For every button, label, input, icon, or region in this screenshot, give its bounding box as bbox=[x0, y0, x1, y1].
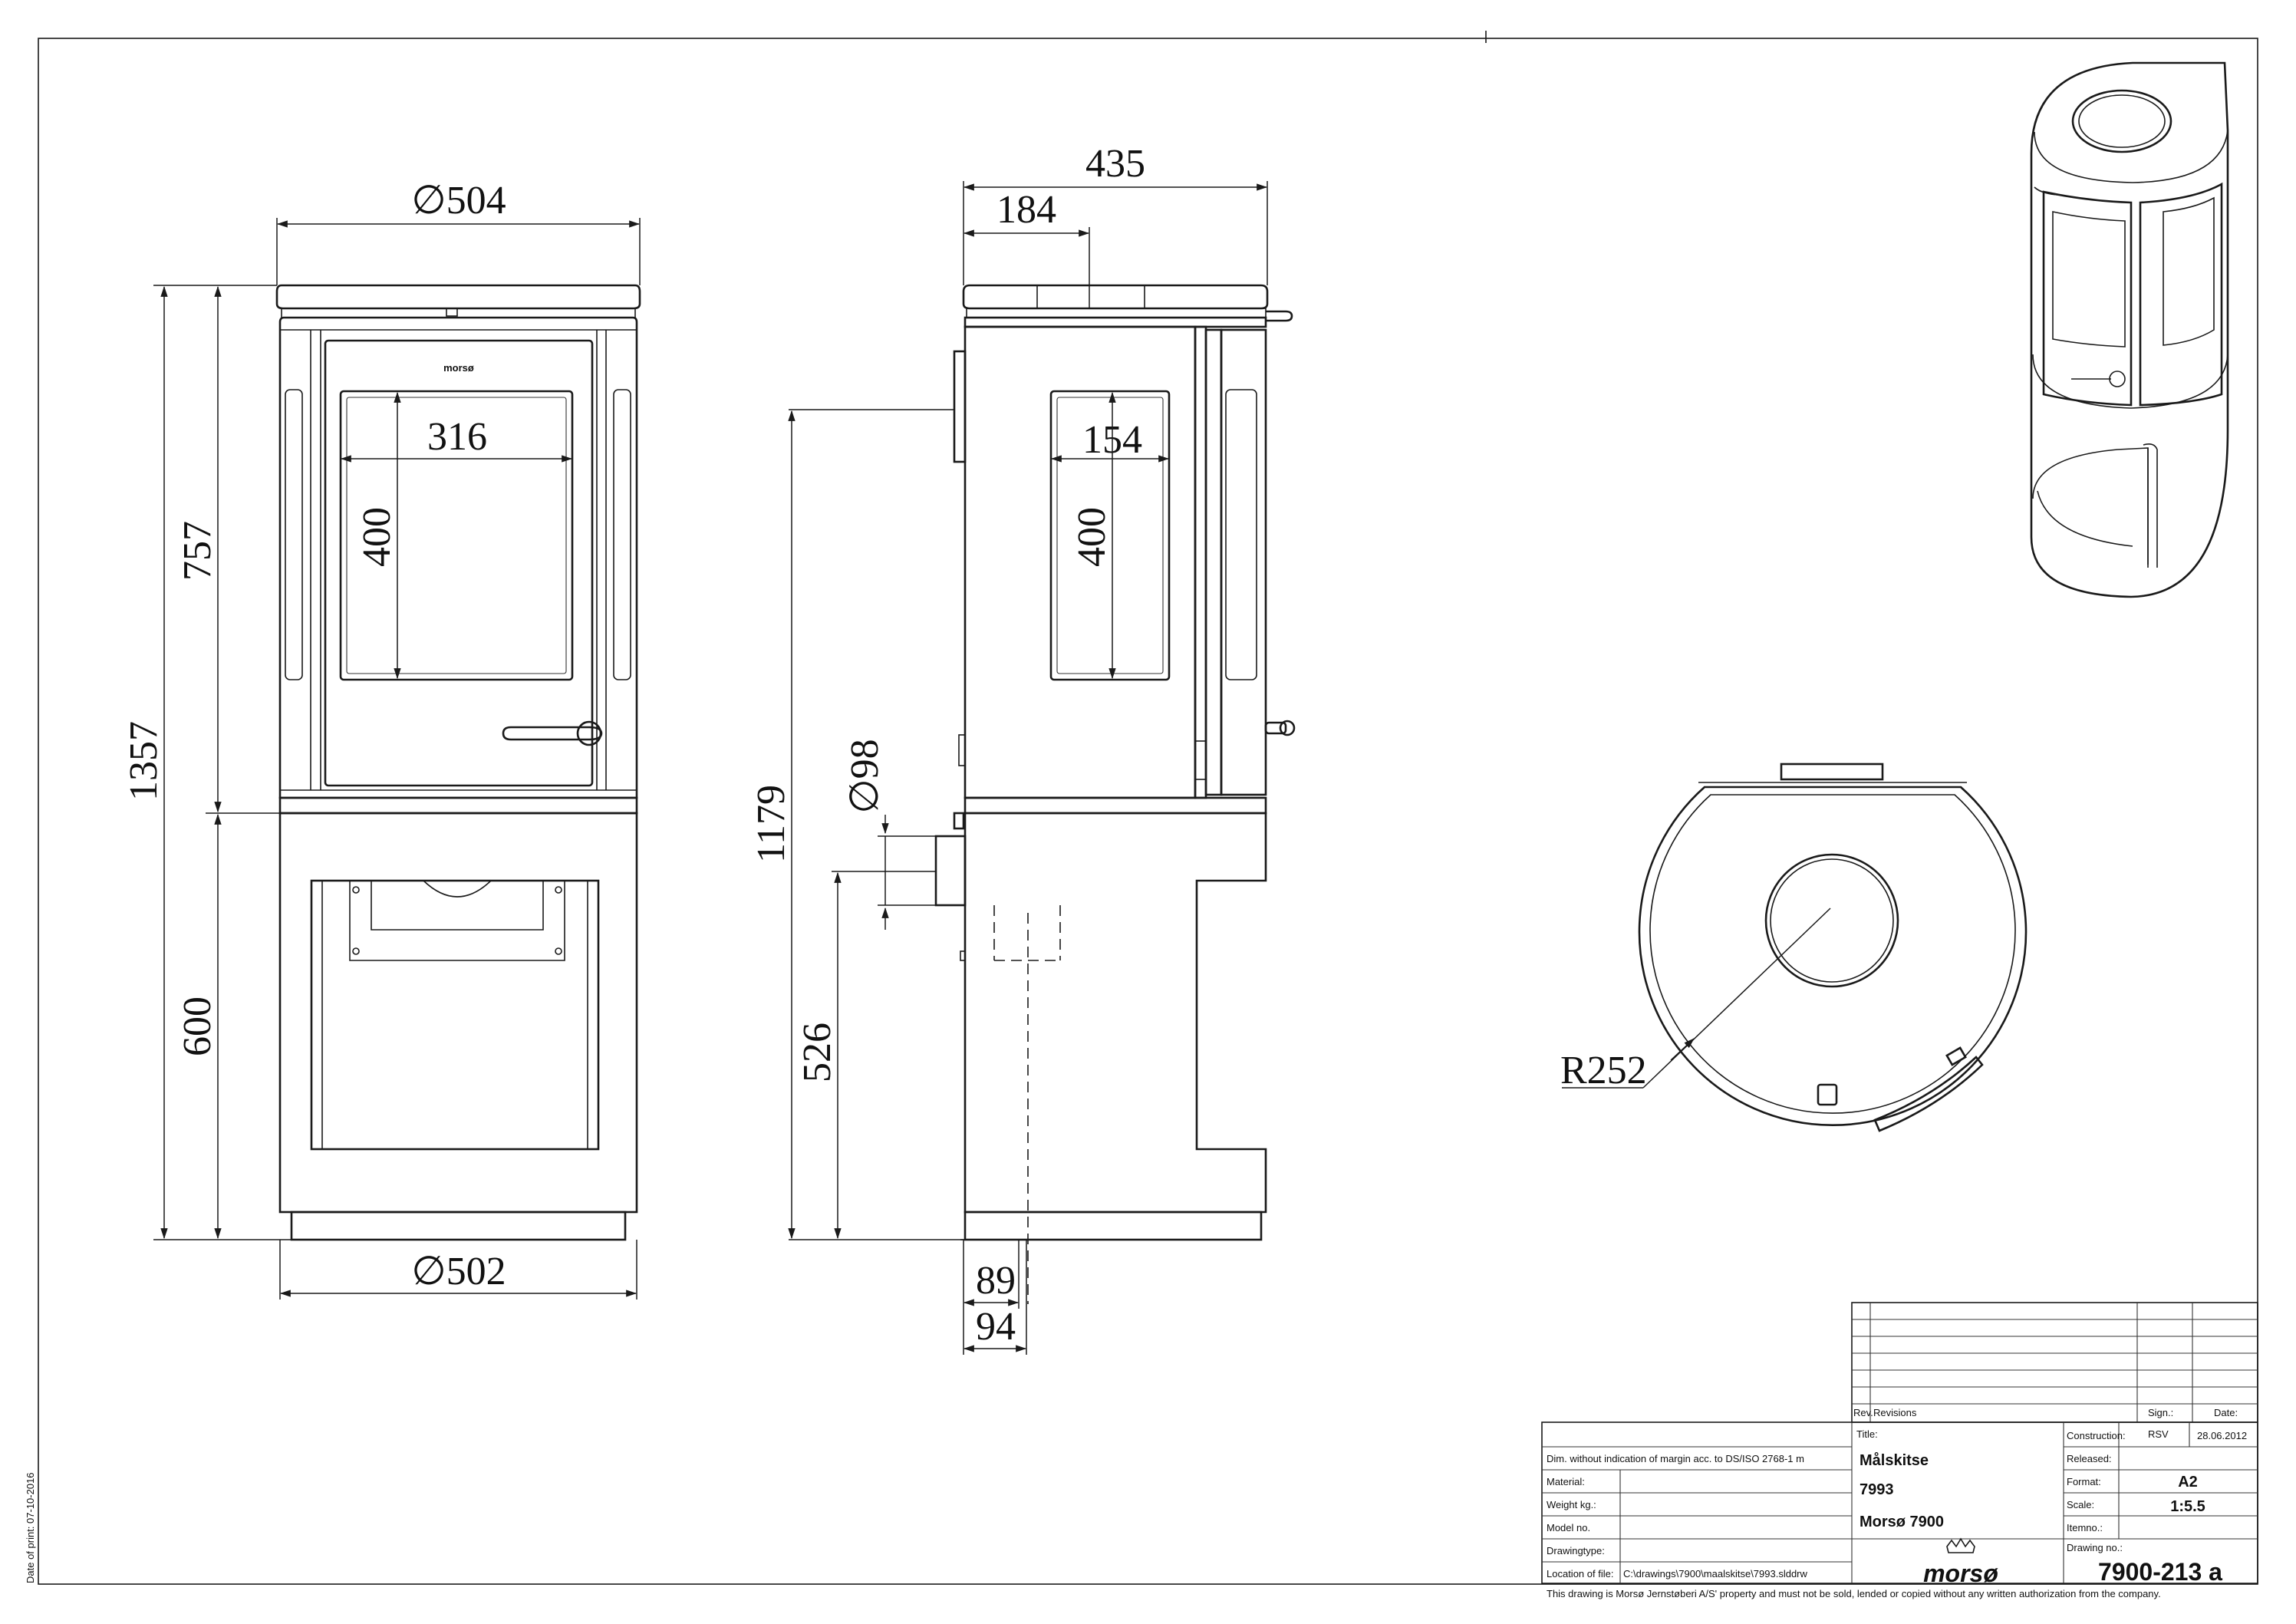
format-value: A2 bbox=[2178, 1474, 2198, 1491]
copyright-note: This drawing is Morsø Jernstøberi A/S' p… bbox=[1547, 1588, 2161, 1599]
title-line-1: Målskitse bbox=[1860, 1451, 1929, 1469]
drawing-no-value: 7900-213 a bbox=[2098, 1558, 2222, 1586]
dim-front-top-width: ∅504 bbox=[411, 179, 506, 222]
label-weight: Weight kg.: bbox=[1547, 1499, 1596, 1510]
label-scale: Scale: bbox=[2067, 1499, 2094, 1510]
dim-top-radius: R252 bbox=[1560, 1049, 1647, 1092]
construction-sign: RSV bbox=[2148, 1428, 2169, 1440]
scale-value: 1:5.5 bbox=[2170, 1498, 2205, 1515]
print-date: Date of print: 07-10-2016 bbox=[25, 1472, 36, 1583]
label-location: Location of file: bbox=[1547, 1568, 1613, 1580]
label-drawingtype: Drawingtype: bbox=[1547, 1545, 1605, 1556]
title-block: Rev. Revisions Sign.: Date: Dim. without… bbox=[1541, 1302, 2258, 1599]
dim-side-base-offset-1: 89 bbox=[976, 1259, 1016, 1303]
label-itemno: Itemno.: bbox=[2067, 1522, 2103, 1533]
location-value: C:\drawings\7900\maalskitse\7993.slddrw bbox=[1623, 1568, 1808, 1580]
dim-side-window-height: 400 bbox=[1070, 507, 1114, 567]
drawing-frame bbox=[38, 38, 2258, 1585]
dim-front-base-height: 600 bbox=[176, 996, 219, 1056]
label-rev: Rev. bbox=[1853, 1407, 1873, 1418]
label-material: Material: bbox=[1547, 1476, 1585, 1487]
dim-front-total-height: 1357 bbox=[122, 721, 166, 801]
label-model-no: Model no. bbox=[1547, 1522, 1590, 1533]
dim-side-base-offset-2: 94 bbox=[976, 1305, 1016, 1349]
label-format: Format: bbox=[2067, 1476, 2101, 1487]
front-logo: morsø bbox=[443, 362, 474, 374]
label-construction: Construction: bbox=[2067, 1430, 2126, 1441]
title-line-3: Morsø 7900 bbox=[1860, 1514, 1944, 1530]
label-sign: Sign.: bbox=[2148, 1407, 2173, 1418]
company-logo: morsø bbox=[1923, 1560, 1998, 1587]
label-drawing-no: Drawing no.: bbox=[2067, 1542, 2123, 1553]
construction-date: 28.06.2012 bbox=[2197, 1430, 2247, 1441]
iso-view bbox=[2030, 61, 2229, 598]
top-view: R252 bbox=[1560, 763, 2028, 1132]
side-view: 435 184 154 400 1179 ∅98 526 89 bbox=[749, 142, 1296, 1355]
dim-side-rear-flue-center: 526 bbox=[796, 1023, 839, 1082]
dim-front-window-height: 400 bbox=[355, 507, 399, 567]
dim-side-rear-flue-dia: ∅98 bbox=[843, 739, 887, 813]
dim-note: Dim. without indication of margin acc. t… bbox=[1547, 1453, 1804, 1464]
label-revisions: Revisions bbox=[1873, 1407, 1917, 1418]
label-released: Released: bbox=[2067, 1453, 2112, 1464]
dim-front-stove-height: 757 bbox=[176, 521, 219, 581]
dim-front-bottom-width: ∅502 bbox=[411, 1250, 506, 1293]
label-title: Title: bbox=[1856, 1428, 1878, 1440]
label-date: Date: bbox=[2214, 1407, 2238, 1418]
front-view: morsø ∅504 ∅502 316 bbox=[122, 179, 641, 1300]
title-line-2: 7993 bbox=[1860, 1481, 1894, 1498]
dim-side-flue-offset: 184 bbox=[996, 188, 1056, 232]
dim-front-window-width: 316 bbox=[427, 415, 487, 459]
crown-icon bbox=[1946, 1537, 1975, 1553]
dim-side-total-depth: 435 bbox=[1085, 142, 1145, 186]
dim-side-flue-height: 1179 bbox=[749, 785, 793, 863]
